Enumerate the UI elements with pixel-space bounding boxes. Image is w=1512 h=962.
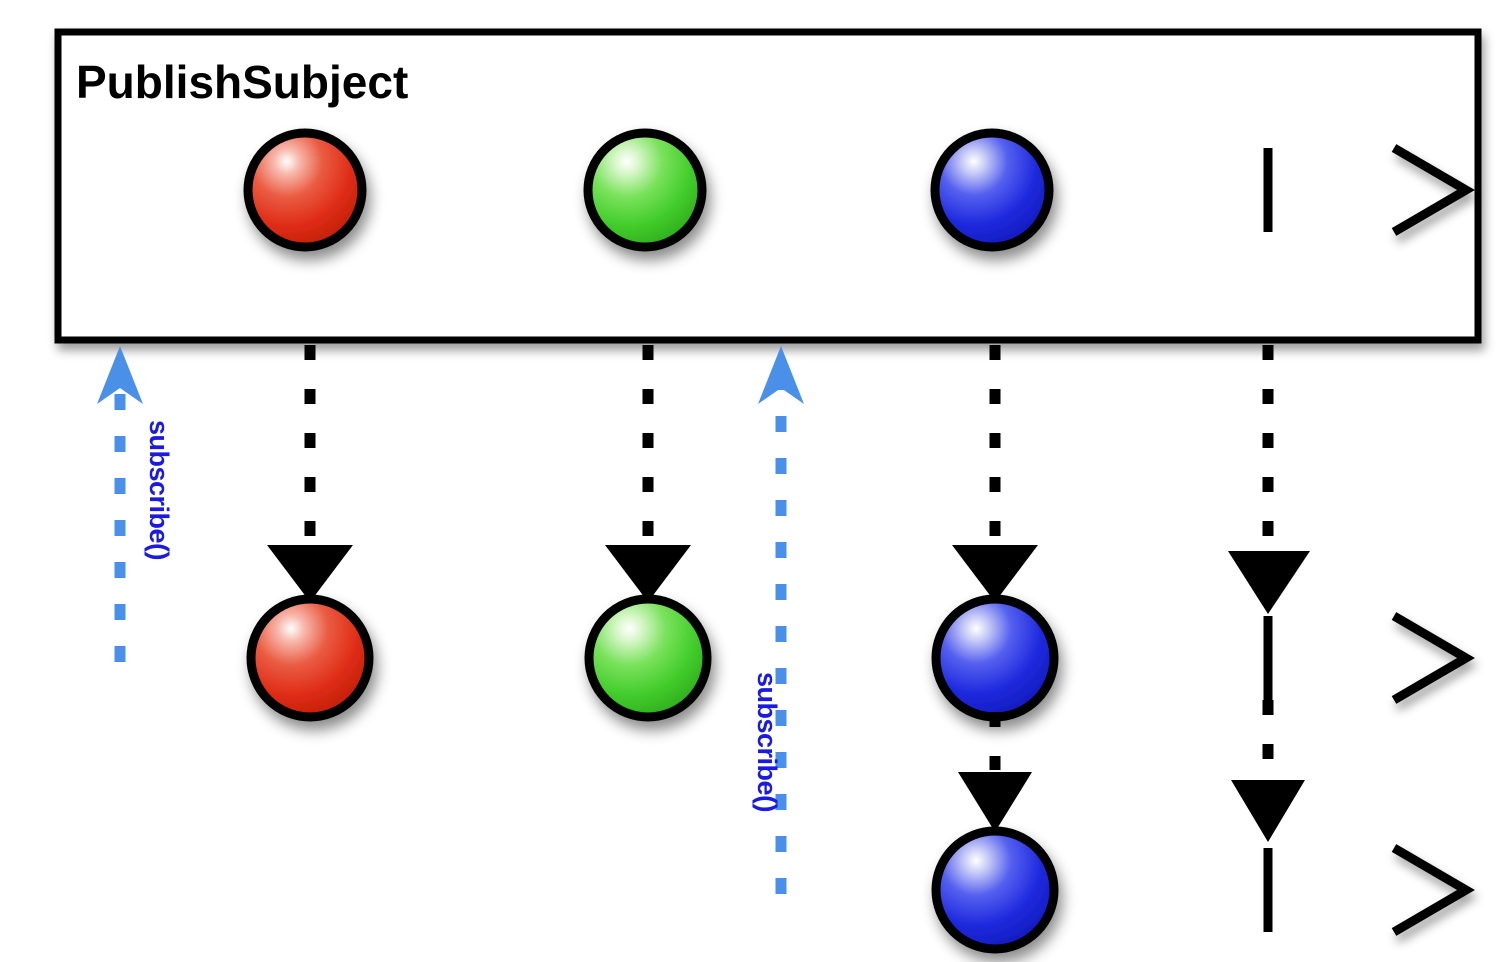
subscribe-arrow-1: subscribe() (97, 346, 174, 662)
subscribe-arrow-2-label: subscribe() (752, 672, 782, 812)
emission-arrow-red (267, 345, 353, 602)
observer-1-timeline (52, 594, 1475, 722)
emission-arrow-complete-1 (1228, 345, 1310, 614)
emission-arrow-green-head (605, 545, 691, 602)
observer-1-marble-blue (931, 594, 1059, 722)
source-marble-red (243, 128, 367, 252)
observer-1-marble-green (584, 594, 712, 722)
emission-arrow-green (605, 345, 691, 602)
subscribe-arrow-2: subscribe() (752, 346, 804, 894)
observer-2-marble-blue (931, 826, 1059, 954)
emission-arrow-complete-2-head (1231, 780, 1305, 842)
emission-arrow-complete-1-head (1228, 551, 1310, 614)
source-marble-blue (930, 128, 1054, 252)
source-timeline-arrowhead (1391, 144, 1475, 236)
observer-2-timeline (730, 826, 1475, 954)
observer-2-timeline-arrowhead (1391, 844, 1475, 936)
subscribe-arrow-1-head (97, 346, 143, 404)
source-timeline (60, 128, 1475, 252)
subscribe-arrow-2-head (758, 346, 804, 404)
emission-arrow-blue-1 (952, 345, 1038, 602)
emission-arrow-blue-2 (958, 712, 1032, 832)
observer-1-marble-red (246, 594, 374, 722)
emission-arrow-complete-2 (1231, 700, 1305, 842)
subscribe-arrow-1-label: subscribe() (144, 420, 174, 560)
emission-arrow-blue-2-head (958, 772, 1032, 832)
observer-1-timeline-arrowhead (1391, 612, 1475, 704)
emission-arrow-blue-1-head (952, 545, 1038, 602)
emission-arrow-red-head (267, 545, 353, 602)
page-title: PublishSubject (76, 56, 408, 108)
source-marble-green (583, 128, 707, 252)
